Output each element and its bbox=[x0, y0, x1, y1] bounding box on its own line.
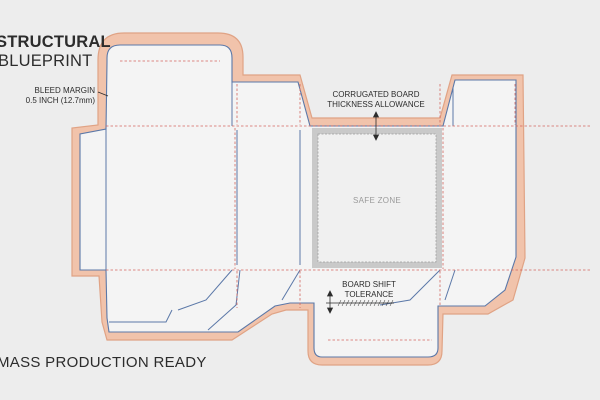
safe-zone-label: SAFE ZONE bbox=[353, 196, 402, 205]
title-line-2: BLUEPRINT bbox=[0, 52, 93, 70]
board-shift-hatch bbox=[337, 299, 394, 307]
title-line-1: STRUCTURAL bbox=[0, 33, 111, 51]
corrugated-line-2: THICKNESS ALLOWANCE bbox=[327, 100, 425, 109]
corrugated-label: CORRUGATED BOARD THICKNESS ALLOWANCE bbox=[316, 90, 436, 110]
bleed-margin-line-1: BLEED MARGIN bbox=[34, 86, 95, 95]
bleed-margin-label: BLEED MARGIN 0.5 INCH (12.7mm) bbox=[19, 86, 95, 106]
board-shift-line-1: BOARD SHIFT bbox=[342, 280, 396, 289]
production-ready-footer: MASS PRODUCTION READY bbox=[0, 354, 207, 371]
corrugated-line-1: CORRUGATED BOARD bbox=[332, 90, 420, 99]
thickness-arrow bbox=[372, 111, 380, 141]
fold-lines bbox=[106, 60, 590, 341]
dieline-face bbox=[79, 44, 517, 358]
board-shift-label: BOARD SHIFT TOLERANCE bbox=[340, 280, 398, 300]
bleed-margin-leader bbox=[97, 91, 109, 97]
panel-dielines bbox=[105, 80, 517, 331]
bleed-margin-line-2: 0.5 INCH (12.7mm) bbox=[25, 96, 95, 105]
board-shift-line-2: TOLERANCE bbox=[344, 290, 394, 299]
board-shift-arrow bbox=[326, 290, 394, 314]
safe-zone-area bbox=[317, 133, 437, 263]
